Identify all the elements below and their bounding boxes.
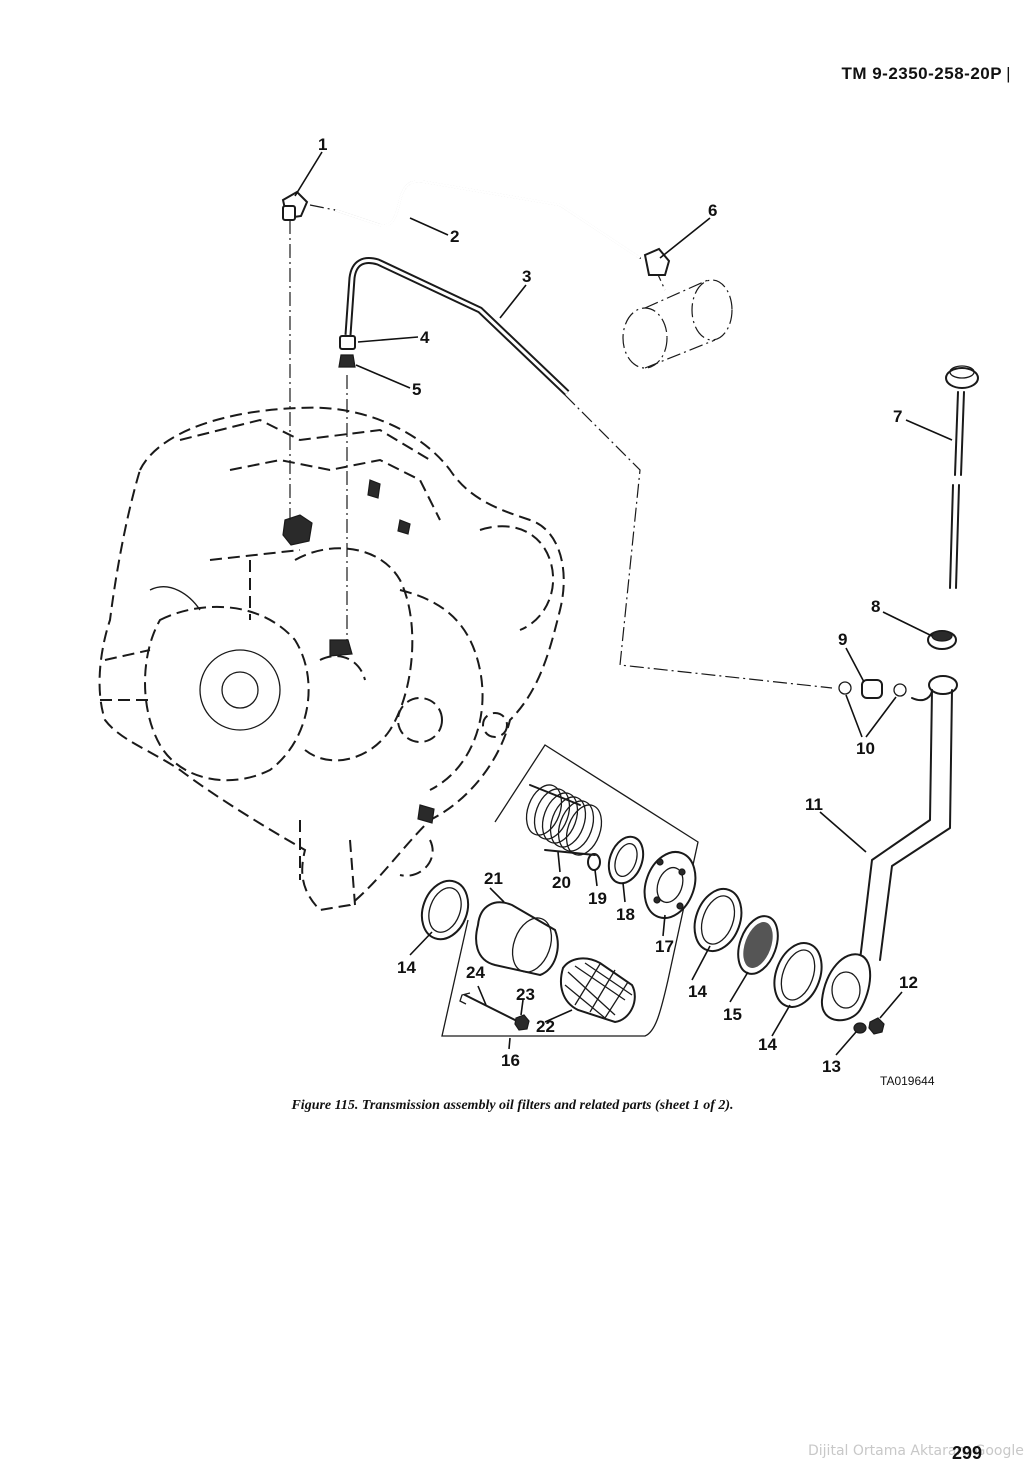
washer-part-13 [853,1022,867,1034]
art-code: TA019644 [880,1074,935,1088]
callout-numbers: 1 2 3 4 5 6 7 8 9 10 11 12 13 14 14 14 1… [318,135,918,1076]
callout-18: 18 [616,905,635,924]
o-ring-part-19 [587,853,601,871]
flange-plate [820,953,872,1022]
tube-part-2 [334,180,641,260]
document-id: TM 9-2350-258-20P| [841,64,1011,83]
callout-5: 5 [412,380,421,399]
retainer-part-17 [643,851,697,919]
adapter-part-5 [338,354,356,368]
callout-4: 4 [420,328,430,347]
callout-8: 8 [871,597,880,616]
callout-9: 9 [838,630,847,649]
callout-11: 11 [805,795,823,814]
callout-6: 6 [708,201,717,220]
cap-part-8 [927,630,957,650]
filter-element-part-21 [475,901,559,977]
screen-part-15 [737,915,779,975]
nut-part-4 [339,335,356,350]
callout-22: 22 [536,1017,555,1036]
digitization-watermark: Dijital Ortama Aktaran: Google [808,1443,1024,1459]
gasket-part-14-right [773,942,823,1008]
callout-1: 1 [318,135,327,154]
callout-14a: 14 [397,958,416,977]
callout-24: 24 [466,963,485,982]
screen-filter-part-22 [559,957,636,1024]
callout-15: 15 [723,1005,742,1024]
kit-bracket-part-16 [441,744,699,1037]
gasket-part-14-left [420,879,470,941]
callout-13: 13 [822,1057,841,1076]
callout-12: 12 [899,973,918,992]
tube-part-3 [344,257,570,396]
exploded-parts-diagram: 1 2 3 4 5 6 7 8 9 10 11 12 13 14 14 14 1… [98,135,979,1088]
transmission-housing-outline [98,406,565,912]
bolt-part-24 [459,992,516,1021]
sleeve-part-9 [861,679,883,699]
callout-14b: 14 [688,982,707,1001]
page-edge-mark: | [1006,64,1011,83]
nut-part-12 [868,1017,885,1035]
callout-3: 3 [522,267,531,286]
callout-19: 19 [588,889,607,908]
callout-20: 20 [552,873,571,892]
spring-part-20 [525,784,603,856]
elbow-fitting-part-1 [281,190,309,221]
callout-7: 7 [893,407,902,426]
figure-caption: Figure 115. Transmission assembly oil fi… [291,1098,734,1113]
page-number: 299 [952,1443,983,1463]
callout-10: 10 [856,739,875,758]
clamps-part-10 [838,681,907,697]
callout-leaders [294,151,953,1056]
callout-21: 21 [484,869,503,888]
callout-2: 2 [450,227,459,246]
fill-tube-part-11 [859,675,958,961]
callout-17: 17 [655,937,674,956]
dipstick-part-7 [945,365,979,589]
nut-part-23 [514,1014,530,1031]
filter-housing-phantom [622,279,733,369]
seal-ring-part-18 [607,835,645,885]
routing-centerlines [289,204,833,689]
callout-14c: 14 [758,1035,777,1054]
callout-23: 23 [516,985,535,1004]
callout-16: 16 [501,1051,520,1070]
